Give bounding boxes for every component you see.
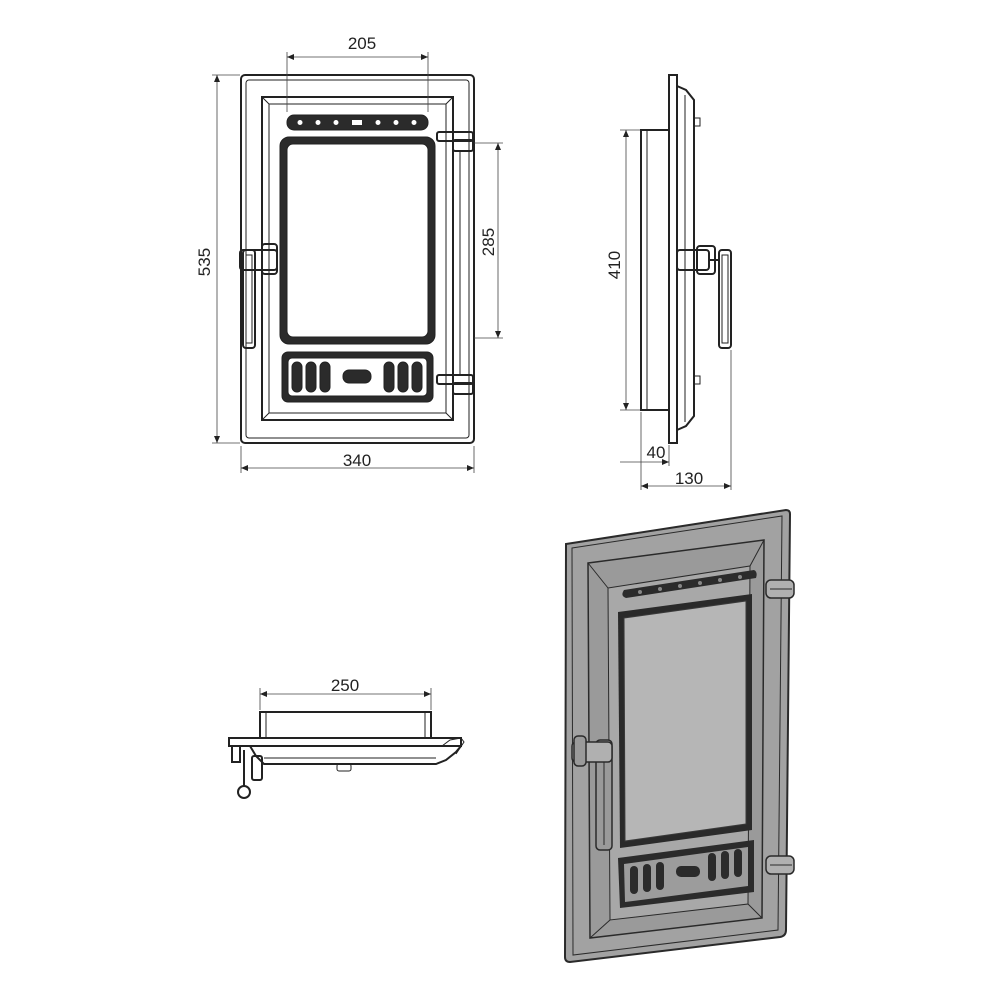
dimension-label-410: 410	[605, 251, 624, 279]
side-dimension-height: 410	[605, 129, 640, 411]
front-hinge-bottom	[436, 374, 474, 395]
dimension-label-285: 285	[479, 228, 498, 256]
perspective-view	[563, 508, 795, 964]
front-view: 205 535 285 340	[195, 34, 503, 473]
top-door-body	[228, 711, 465, 772]
front-top-vent	[286, 114, 429, 131]
top-view: 250	[228, 676, 465, 799]
front-dimension-right: 285	[474, 142, 503, 339]
dimension-label-130: 130	[675, 469, 703, 488]
dimension-label-40: 40	[647, 443, 666, 462]
dimension-label-535: 535	[195, 248, 214, 276]
side-door-body	[640, 74, 701, 444]
side-dimension-depth-inner: 40	[620, 412, 670, 490]
side-handle	[676, 245, 732, 349]
top-handle	[231, 745, 263, 799]
perspective-bottom-vent	[618, 840, 754, 908]
front-bottom-vent	[281, 351, 434, 403]
side-view: 410 40 130	[605, 74, 732, 490]
perspective-hinge-top	[765, 579, 795, 599]
front-dimension-bottom: 340	[240, 446, 475, 473]
front-dimension-left: 535	[195, 74, 240, 444]
dimension-label-340: 340	[343, 451, 371, 470]
front-hinge-top	[436, 131, 474, 375]
perspective-glass-window	[618, 594, 752, 848]
perspective-top-vent	[622, 570, 757, 598]
perspective-handle	[571, 735, 613, 851]
front-glass-window	[279, 136, 436, 345]
dimension-label-205: 205	[348, 34, 376, 53]
perspective-hinge-bottom	[765, 855, 795, 875]
side-dimension-depth-total: 130	[641, 350, 732, 490]
top-dimension-width: 250	[259, 676, 432, 710]
front-handle	[239, 243, 278, 349]
front-dimension-top: 205	[286, 34, 429, 112]
dimension-label-250: 250	[331, 676, 359, 695]
